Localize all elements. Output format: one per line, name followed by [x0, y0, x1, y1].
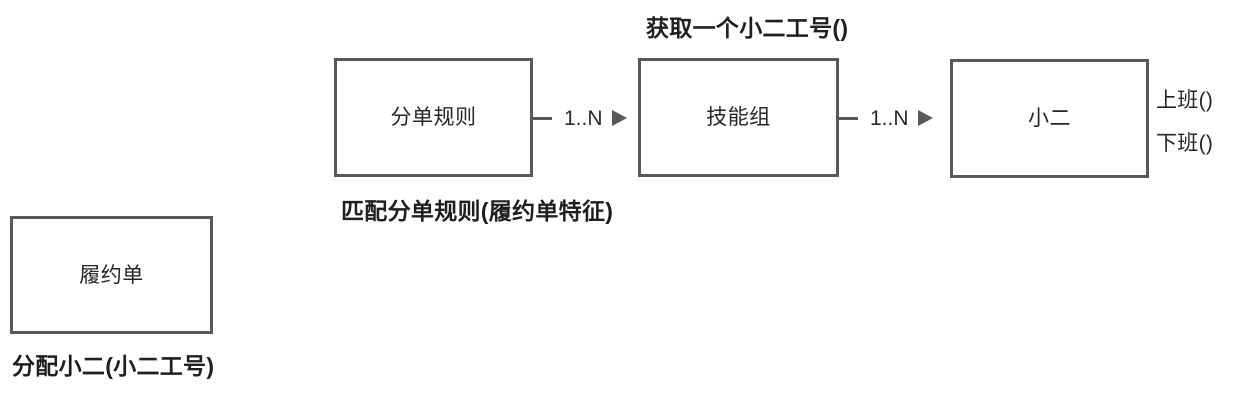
entity-label-skill-group: 技能组	[706, 106, 771, 129]
entity-box-fulfillment-order[interactable]: 履约单	[10, 216, 213, 334]
connector-line-icon	[533, 116, 552, 120]
entity-label-dispatch-rule: 分单规则	[390, 106, 477, 129]
connector-skill-to-agent: 1..N	[839, 103, 933, 133]
connector-multiplicity-label: 1..N	[564, 106, 603, 130]
connector-multiplicity-label: 1..N	[870, 106, 909, 130]
entity-box-dispatch-rule[interactable]: 分单规则	[334, 58, 533, 177]
entity-label-agent: 小二	[1028, 107, 1071, 130]
connector-rule-to-skill: 1..N	[533, 103, 627, 133]
annotation-assign-agent: 分配小二(小二工号)	[12, 353, 215, 379]
entity-label-fulfillment-order: 履约单	[79, 263, 144, 287]
connector-line-icon	[839, 116, 858, 120]
method-label-on-duty: 上班()	[1156, 89, 1214, 112]
entity-box-skill-group[interactable]: 技能组	[638, 58, 839, 177]
entity-box-agent[interactable]: 小二	[950, 59, 1149, 178]
arrowhead-icon	[611, 110, 627, 126]
arrowhead-icon	[917, 110, 933, 126]
method-label-off-duty: 下班()	[1156, 132, 1214, 155]
annotation-match-dispatch-rule: 匹配分单规则(履约单特征)	[341, 198, 614, 224]
annotation-get-agent-id: 获取一个小二工号()	[646, 15, 849, 41]
